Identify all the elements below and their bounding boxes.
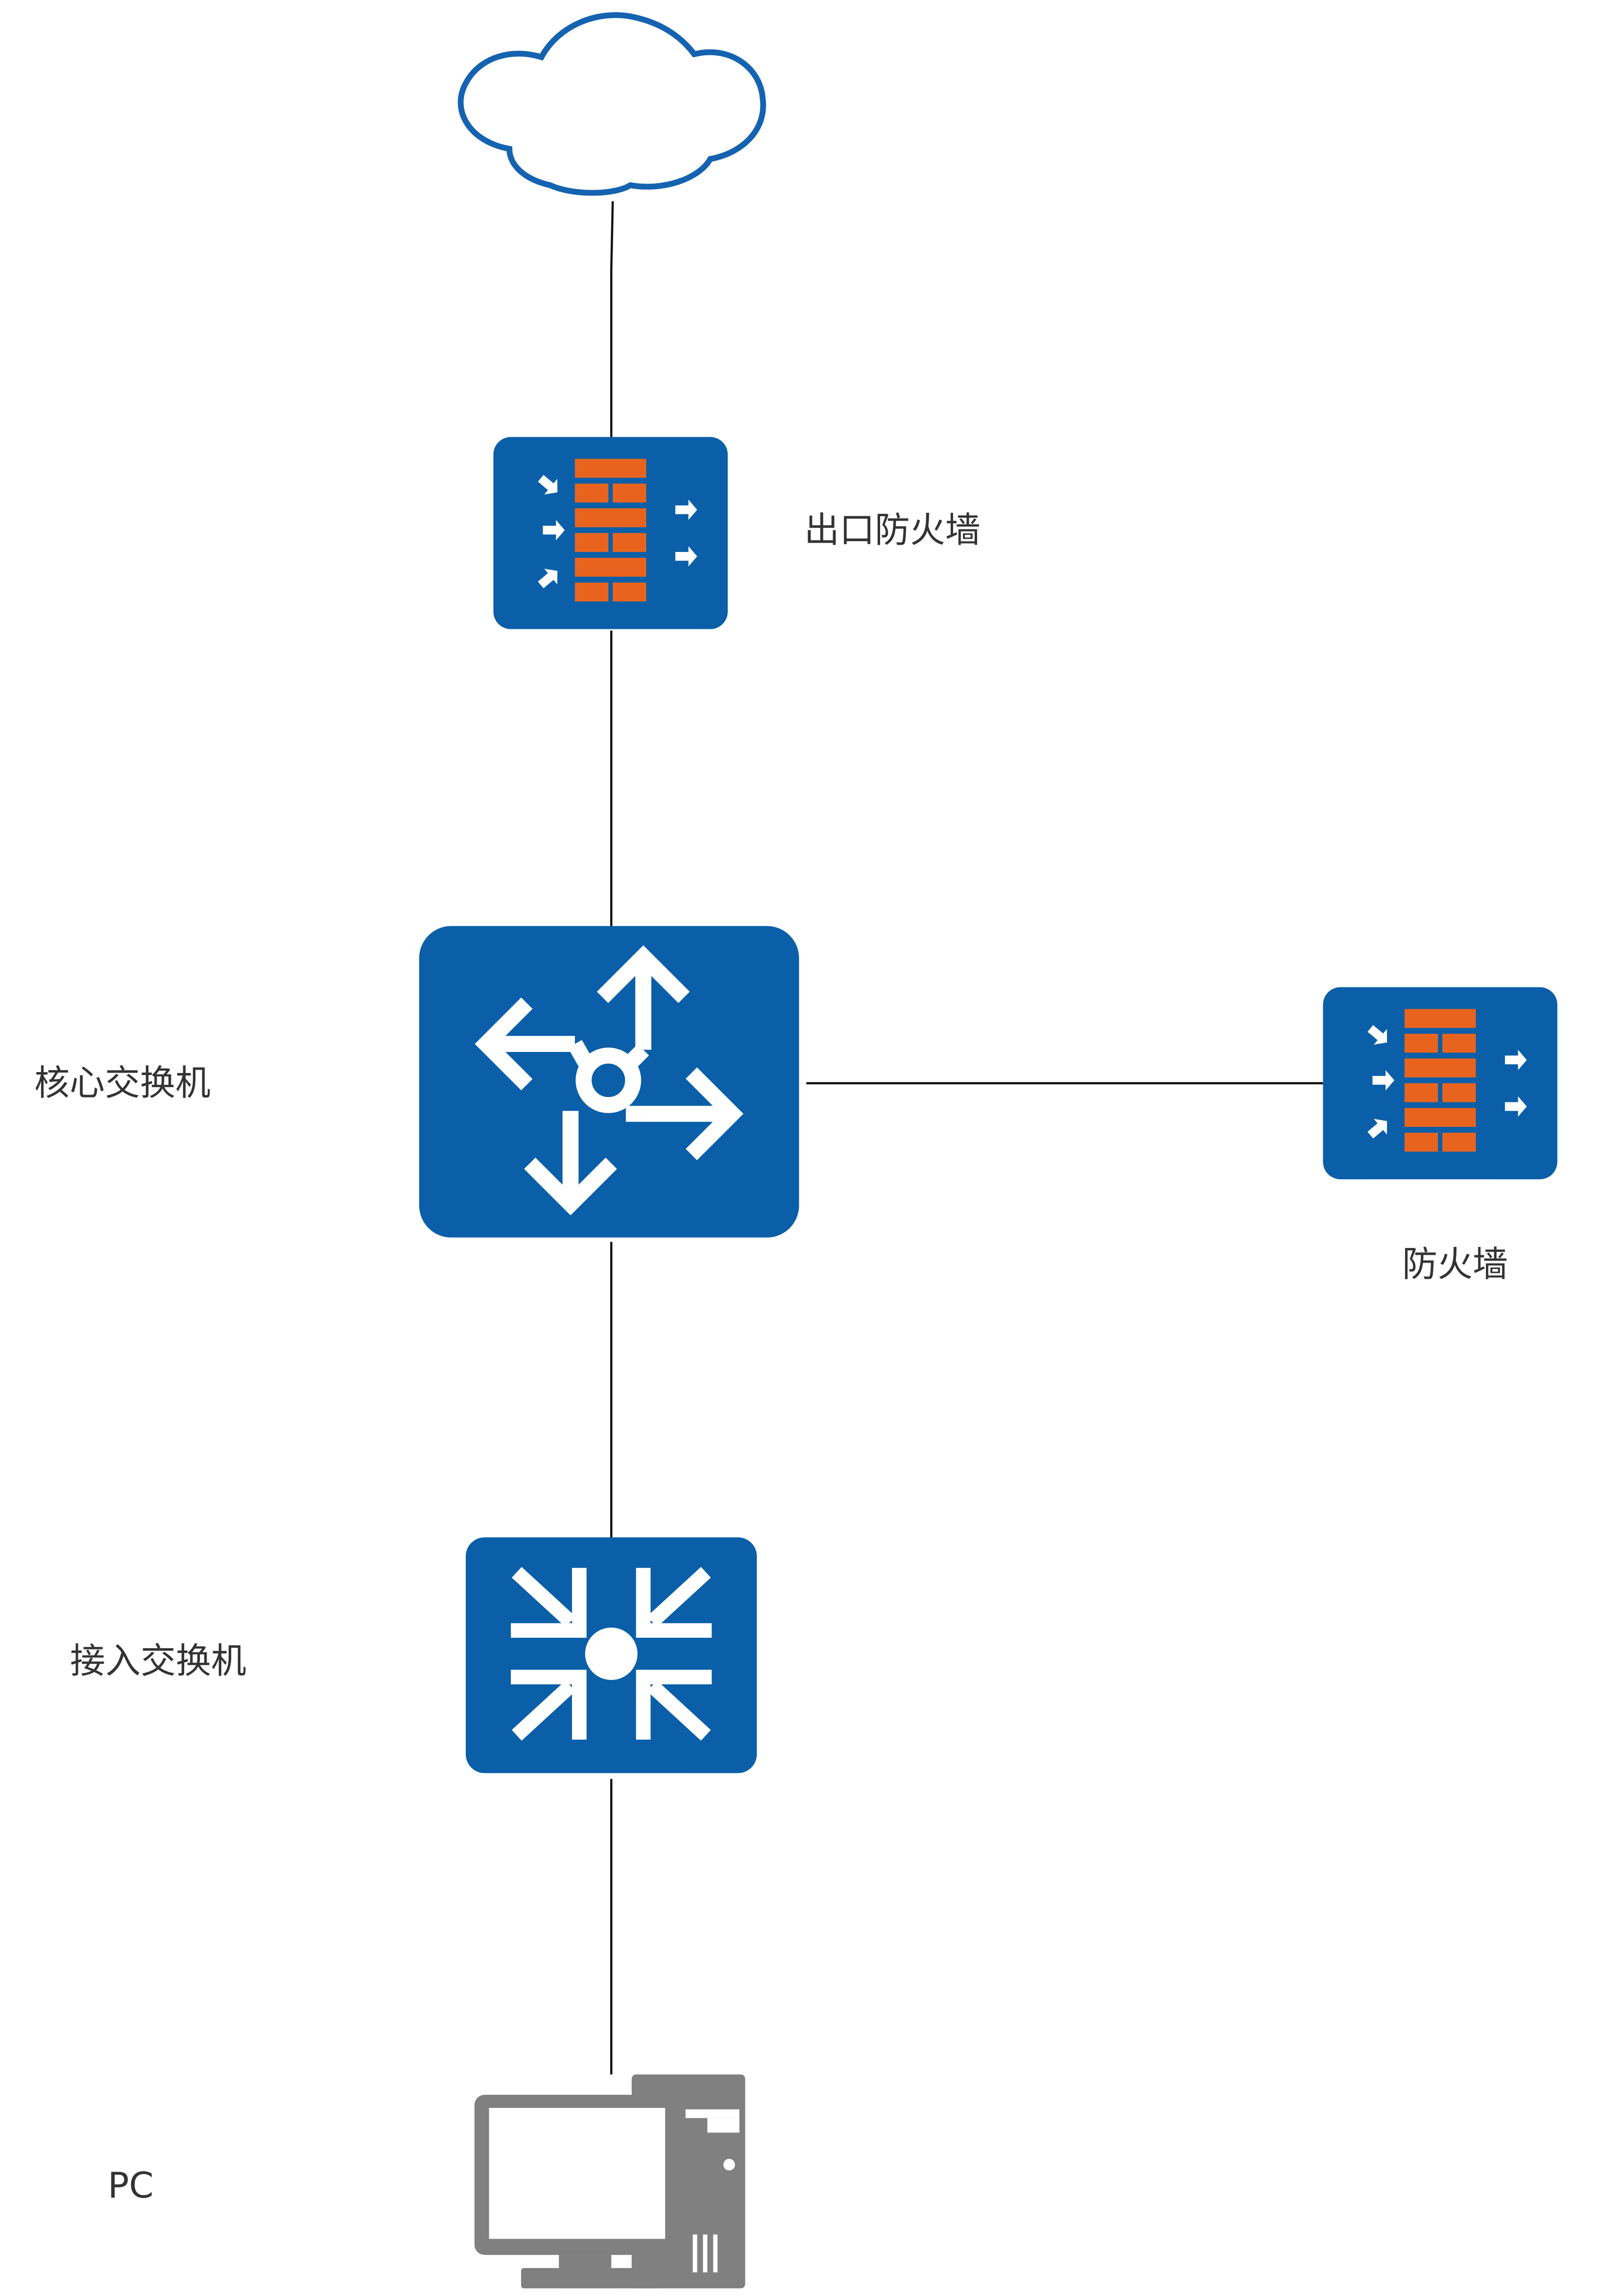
core-switch-icon[interactable] xyxy=(419,926,799,1238)
cloud-icon[interactable] xyxy=(457,12,766,196)
connection-lines xyxy=(610,201,1323,2075)
link-cloud-egress-firewall xyxy=(610,201,614,437)
side-firewall-label: 防火墙 xyxy=(1402,1244,1508,1285)
pc-label: PC xyxy=(108,2165,154,2206)
egress-firewall-label: 出口防火墙 xyxy=(804,509,981,550)
access-switch-icon[interactable] xyxy=(465,1537,757,1773)
egress-firewall-icon[interactable] xyxy=(493,437,727,629)
core-switch-label: 核心交换机 xyxy=(34,1062,211,1103)
pc-icon[interactable] xyxy=(474,2074,745,2289)
side-firewall-icon[interactable] xyxy=(1323,987,1557,1179)
access-switch-label: 接入交换机 xyxy=(70,1640,247,1681)
